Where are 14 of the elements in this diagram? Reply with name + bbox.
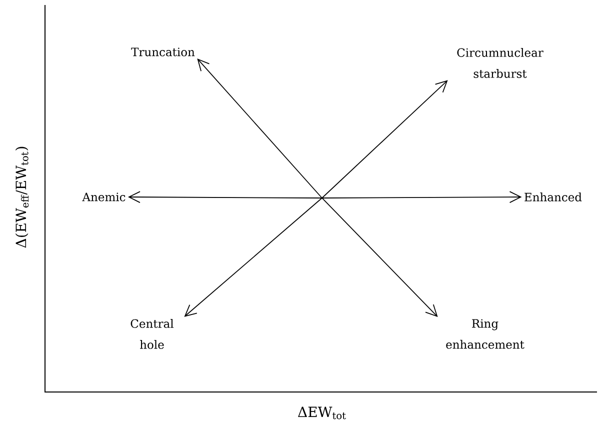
direction-label: Ring enhancement <box>446 319 524 349</box>
direction-label: Circumnuclear starburst <box>457 48 544 78</box>
direction-label: Truncation <box>131 48 195 56</box>
direction-label: Central hole <box>130 319 174 349</box>
direction-label: Enhanced <box>524 192 582 202</box>
arrow <box>322 198 438 317</box>
axis-title: Δ(EW$_{eff}$/EW$_{tot}$) <box>15 146 29 248</box>
arrow <box>128 191 322 203</box>
arrow <box>184 198 322 317</box>
arrow <box>322 191 522 203</box>
arrow <box>197 58 322 198</box>
direction-label: Anemic <box>82 192 126 202</box>
arrow <box>322 80 448 198</box>
axis-title: ΔEW$_{tot}$ <box>298 406 346 420</box>
